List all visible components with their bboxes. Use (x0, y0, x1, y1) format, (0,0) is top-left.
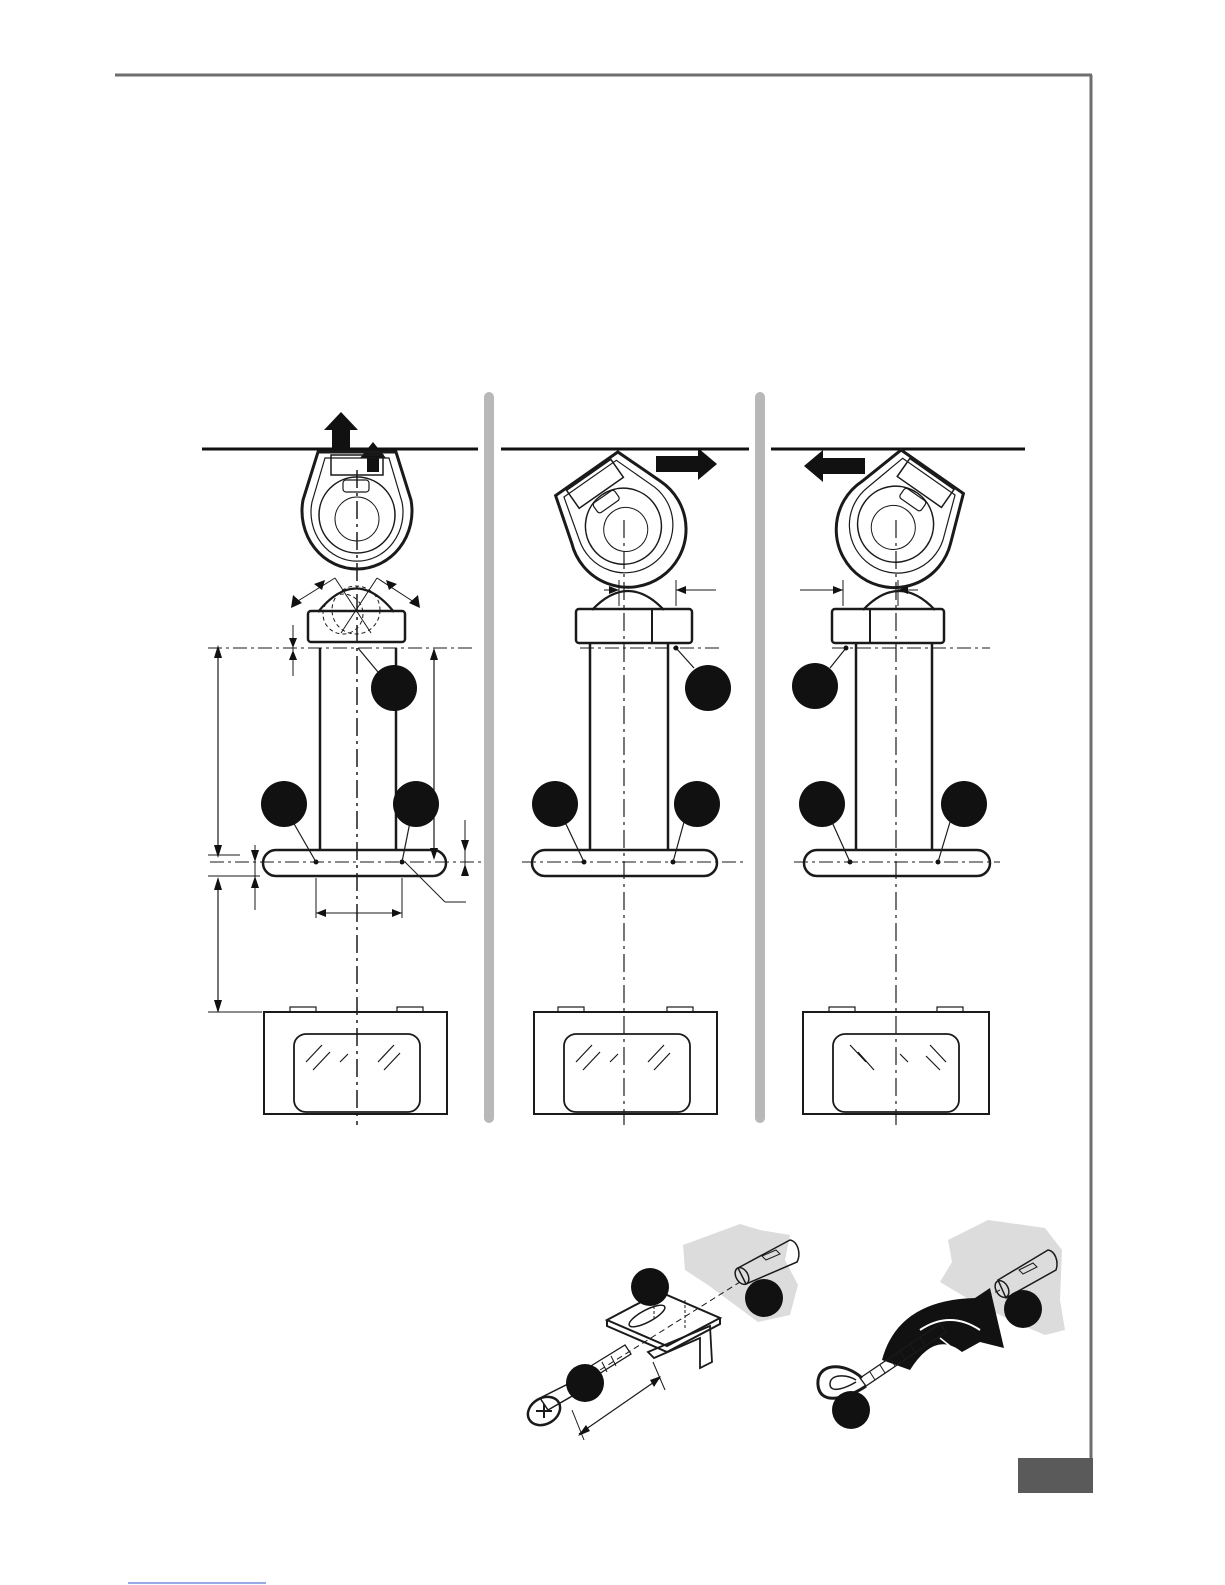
mount-head (291, 578, 420, 642)
camera-housing-box (264, 1007, 447, 1114)
base-plate (522, 850, 744, 876)
hook-screw-fixing (818, 1220, 1065, 1429)
right-mount-panel (771, 440, 1025, 1125)
callout-markers (532, 646, 731, 863)
bracket-screw-fixing (523, 1224, 799, 1440)
camera-housing-box (534, 1007, 717, 1114)
mount-head (800, 580, 944, 643)
mount-head (576, 580, 716, 643)
callout-markers (261, 648, 439, 862)
base-plate (794, 850, 1000, 876)
base-plate (210, 850, 482, 876)
left-arrow-icon (804, 450, 865, 482)
right-arrow-icon (656, 448, 717, 480)
up-arrow-icon (324, 412, 386, 472)
page-frame (115, 75, 1093, 1583)
center-mount-panel (202, 412, 482, 1125)
left-mount-panel (501, 439, 749, 1125)
mount-column (208, 648, 475, 850)
callout-markers (792, 646, 987, 863)
